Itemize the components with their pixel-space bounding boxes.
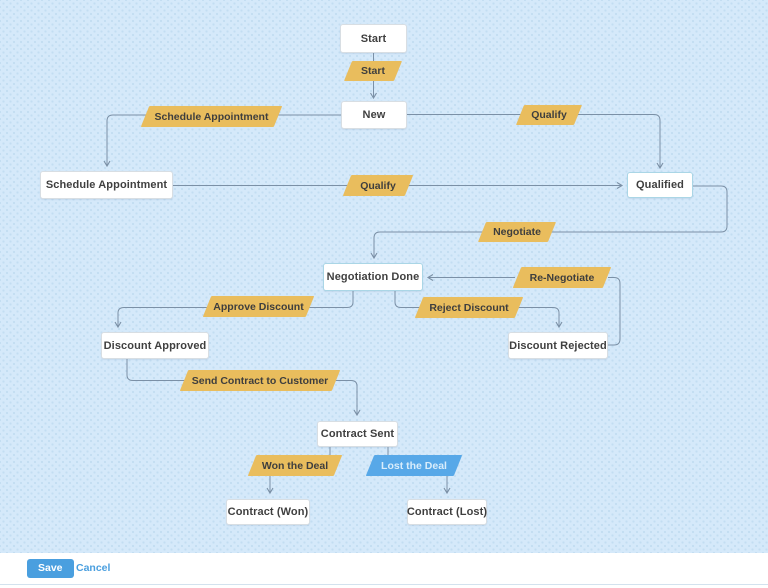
transition-send-contract[interactable]: Send Contract to Customer (179, 370, 341, 391)
blueprint-canvas[interactable]: Start New Schedule Appointment Qualified… (0, 0, 768, 553)
state-contract-sent[interactable]: Contract Sent (317, 421, 398, 447)
cancel-button[interactable]: Cancel (76, 562, 111, 574)
transition-label: Reject Discount (429, 301, 509, 314)
state-label: Start (360, 32, 387, 45)
transition-label: Won the Deal (261, 459, 329, 472)
state-label: New (362, 109, 386, 121)
state-negotiation-done[interactable]: Negotiation Done (323, 263, 423, 291)
transition-qualify[interactable]: Qualify (342, 175, 414, 196)
transition-label: Negotiate (493, 226, 541, 238)
transition-start[interactable]: Start (343, 61, 403, 81)
state-new[interactable]: New (341, 101, 407, 129)
state-label: Contract (Won) (227, 506, 309, 518)
transition-label: Re-Negotiate (529, 271, 595, 284)
state-label: Contract Sent (320, 428, 395, 440)
state-label: Contract (Lost) (406, 506, 488, 518)
state-discount-rejected[interactable]: Discount Rejected (508, 332, 608, 359)
transition-reject-discount[interactable]: Reject Discount (414, 297, 524, 318)
state-label: Negotiation Done (326, 271, 420, 283)
state-contract-won[interactable]: Contract (Won) (226, 499, 310, 525)
transition-qualify-from-new[interactable]: Qualify (515, 105, 583, 125)
save-button[interactable]: Save (27, 559, 74, 578)
transition-label: Qualify (531, 109, 567, 121)
transition-negotiate[interactable]: Negotiate (477, 222, 557, 242)
footer-divider (0, 584, 768, 585)
transition-label: Start (361, 65, 385, 77)
state-label: Qualified (636, 179, 684, 191)
transition-label: Schedule Appointment (154, 110, 269, 123)
action-bar: Save Cancel (0, 553, 768, 588)
transition-label: Lost the Deal (381, 459, 447, 472)
state-label: Schedule Appointment (45, 179, 168, 191)
state-contract-lost[interactable]: Contract (Lost) (407, 499, 487, 525)
state-qualified[interactable]: Qualified (627, 172, 693, 198)
transition-label: Send Contract to Customer (191, 374, 329, 387)
state-schedule-appointment[interactable]: Schedule Appointment (40, 171, 173, 199)
state-start[interactable]: Start (340, 24, 407, 53)
transition-label: Qualify (360, 179, 396, 192)
transition-label: Approve Discount (213, 300, 304, 313)
transition-approve-discount[interactable]: Approve Discount (202, 296, 315, 317)
transition-won-the-deal[interactable]: Won the Deal (247, 455, 343, 476)
state-discount-approved[interactable]: Discount Approved (101, 332, 209, 359)
transition-lost-the-deal[interactable]: Lost the Deal (365, 455, 463, 476)
state-label: Discount Rejected (509, 339, 607, 352)
state-label: Discount Approved (103, 339, 207, 352)
transition-re-negotiate[interactable]: Re-Negotiate (512, 267, 612, 288)
transition-schedule-appointment[interactable]: Schedule Appointment (140, 106, 283, 127)
